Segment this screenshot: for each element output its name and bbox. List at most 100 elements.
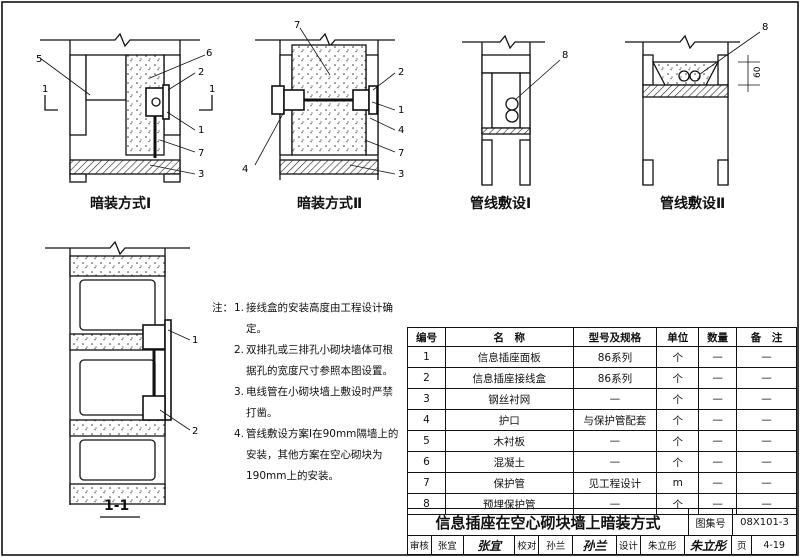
callout-4b-m2: 4 — [242, 164, 248, 175]
cell: 个 — [656, 409, 700, 431]
cell: — — [572, 493, 658, 515]
dimension-60: 60 — [753, 66, 763, 78]
cell: — — [736, 388, 797, 410]
note-item: 2. 双排孔或三排孔小砌块墙体可根据孔的宽度尺寸参照本图设置。 — [212, 340, 402, 382]
design-signature: 朱立彤 — [685, 536, 733, 554]
cell: 混凝土 — [444, 451, 574, 473]
callout-1-s: 1 — [192, 335, 198, 346]
caption-section: 1-1 — [104, 498, 130, 514]
check-signature: 孙兰 — [573, 536, 617, 554]
cell: 个 — [656, 451, 700, 473]
callout-5: 5 — [36, 54, 42, 65]
cell: 木衬板 — [444, 430, 574, 452]
cell: 钢丝衬网 — [444, 388, 574, 410]
cell: 个 — [656, 346, 700, 368]
cell: — — [698, 451, 738, 473]
cell: — — [572, 388, 658, 410]
cell: 预埋保护管 — [444, 493, 574, 515]
cell: 个 — [656, 430, 700, 452]
callout-3: 3 — [198, 169, 204, 180]
callout-7: 7 — [198, 148, 204, 159]
atlas-label: 图集号 — [689, 508, 733, 536]
cell: 见工程设计 — [572, 472, 658, 494]
cell: 5 — [407, 430, 446, 452]
note-item: 3. 电线管在小砌块墙上敷设时严禁打凿。 — [212, 382, 402, 424]
diagram-pipe-1 — [462, 34, 561, 186]
cell: — — [698, 367, 738, 389]
caption-pipe-1: 管线敷设Ⅰ — [470, 196, 532, 212]
cell: 1 — [407, 346, 446, 368]
cell: 6 — [407, 451, 446, 473]
callout-6: 6 — [206, 48, 212, 59]
callout-3-m2: 3 — [398, 169, 404, 180]
cell: 护口 — [444, 409, 574, 431]
callout-8-p2: 8 — [762, 22, 768, 33]
note-text: 电线管在小砌块墙上敷设时严禁打凿。 — [246, 386, 393, 419]
cell: — — [698, 346, 738, 368]
cell: 保护管 — [444, 472, 574, 494]
caption-pipe-2: 管线敷设Ⅱ — [660, 196, 726, 212]
cell: — — [736, 367, 797, 389]
col-header-qty: 数量 — [698, 327, 738, 347]
section-mark-right: 1 — [209, 84, 215, 95]
diagram-section-1-1 — [45, 240, 191, 518]
note-number: 3. — [234, 386, 245, 398]
cell: — — [698, 409, 738, 431]
cell: — — [698, 388, 738, 410]
col-header-remark: 备 注 — [736, 327, 797, 347]
caption-method-2: 暗装方式Ⅱ — [297, 196, 363, 212]
note-item: 注： 1. 接线盒的安装高度由工程设计确定。 — [212, 298, 402, 340]
table-header-row: 编号 名 称 型号及规格 单位 数量 备 注 — [407, 327, 797, 347]
cell: 4 — [407, 409, 446, 431]
design-label: 设计 — [617, 536, 641, 554]
cell: — — [698, 493, 738, 515]
review-name: 张宜 — [432, 536, 464, 554]
diagram-pipe-2 — [625, 31, 761, 186]
cell: — — [736, 409, 797, 431]
callout-1-m2: 1 — [398, 105, 404, 116]
cell: 86系列 — [572, 367, 658, 389]
note-text: 双排孔或三排孔小砌块墙体可根据孔的宽度尺寸参照本图设置。 — [246, 344, 393, 377]
cell: — — [698, 430, 738, 452]
atlas-number: 08X101-3 — [733, 508, 797, 536]
col-header-unit: 单位 — [656, 327, 700, 347]
cell: 与保护管配套 — [572, 409, 658, 431]
callout-8-p1: 8 — [562, 50, 568, 61]
cell: 86系列 — [572, 346, 658, 368]
section-mark-left: 1 — [42, 84, 48, 95]
cell: 个 — [656, 388, 700, 410]
note-number: 1. — [234, 302, 245, 314]
check-label: 校对 — [515, 536, 540, 554]
note-number: 4. — [234, 428, 245, 440]
review-label: 审核 — [408, 536, 432, 554]
note-item: 4. 管线敷设方案Ⅰ在90mm隔墙上的安装，其他方案在空心砌块为190mm上的安… — [212, 424, 402, 487]
cell: 8 — [407, 493, 446, 515]
caption-method-1: 暗装方式Ⅰ — [90, 196, 152, 212]
signature-row: 审核 张宜 张宜 校对 孙兰 孙兰 设计 朱立彤 朱立彤 页 4-19 — [407, 536, 797, 555]
cell: — — [736, 493, 797, 515]
col-header-name: 名 称 — [444, 327, 574, 347]
notes: 注： 1. 接线盒的安装高度由工程设计确定。 2. 双排孔或三排孔小砌块墙体可根… — [212, 298, 402, 487]
diagram-method-1 — [39, 32, 213, 183]
note-text: 管线敷设方案Ⅰ在90mm隔墙上的安装，其他方案在空心砌块为190mm上的安装。 — [246, 428, 399, 482]
cell: 2 — [407, 367, 446, 389]
review-signature: 张宜 — [464, 536, 516, 554]
callout-2-s: 2 — [192, 426, 198, 437]
callout-4-m2: 4 — [398, 125, 404, 136]
note-text: 接线盒的安装高度由工程设计确定。 — [246, 302, 393, 335]
page-number: 4-19 — [763, 539, 785, 551]
cell: — — [736, 430, 797, 452]
callout-2: 2 — [198, 67, 204, 78]
cell: m — [656, 472, 700, 494]
cell: 3 — [407, 388, 446, 410]
drawing-title: 信息插座在空心砌块墙上暗装方式 — [407, 508, 689, 536]
